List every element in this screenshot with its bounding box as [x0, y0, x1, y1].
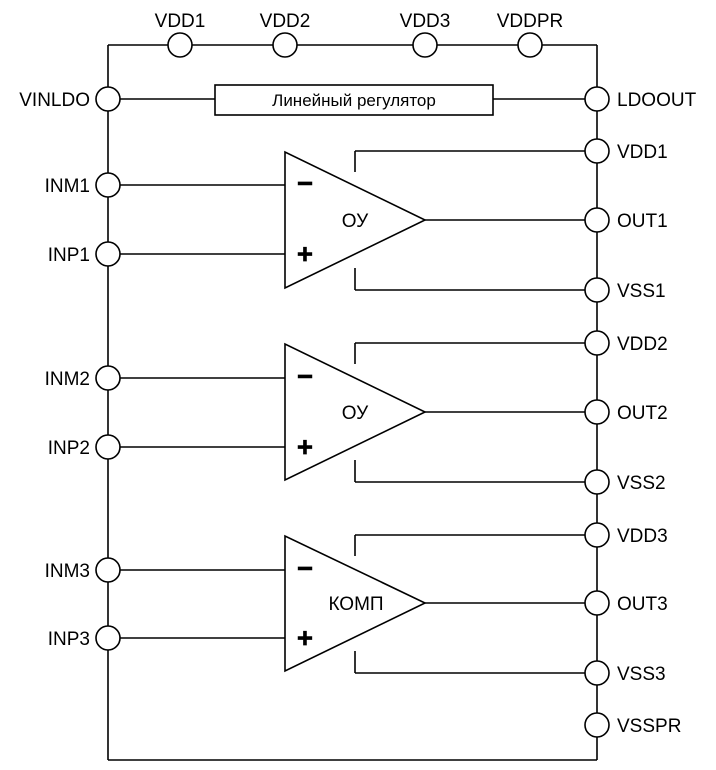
pin-circle: [167, 32, 193, 58]
non-inverting-input-sign: +: [297, 239, 312, 269]
pin-label: VDD2: [260, 11, 311, 32]
pin-circle: [584, 469, 610, 495]
right-pin-vss1: VSS1: [584, 277, 666, 303]
pin-label: VINLDO: [19, 90, 90, 111]
right-pin-vdd1: VDD1: [584, 138, 668, 164]
right-pin-out1: OUT1: [584, 207, 668, 233]
pin-circle: [584, 277, 610, 303]
right-pin-vsspr: VSSPR: [584, 712, 681, 738]
opamp-label: ОУ: [342, 211, 369, 232]
pin-label: INM3: [45, 561, 90, 582]
pin-label: OUT2: [617, 403, 668, 424]
pin-label: VDD3: [400, 11, 451, 32]
pin-circle: [272, 32, 298, 58]
top-pin-vdd3: VDD3: [400, 11, 451, 58]
pin-label: OUT1: [617, 211, 668, 232]
pin-circle: [412, 32, 438, 58]
pin-label: VSSPR: [617, 716, 681, 737]
pin-circle: [95, 625, 121, 651]
left-pin-inp2: INP2: [48, 434, 121, 460]
left-pin-inm2: INM2: [45, 365, 121, 391]
pin-label: INM2: [45, 369, 90, 390]
left-pin-vinldo: VINLDO: [19, 86, 121, 112]
pin-label: VSS3: [617, 664, 666, 685]
pin-circle: [95, 172, 121, 198]
pin-circle: [95, 557, 121, 583]
linear-regulator-label: Линейный регулятор: [272, 91, 436, 110]
left-pin-inp3: INP3: [48, 625, 121, 651]
pin-label: VSS2: [617, 473, 666, 494]
inverting-input-sign: −: [297, 168, 312, 198]
comparator-triangle: [284, 534, 427, 673]
pin-label: INP3: [48, 629, 90, 650]
pin-label: OUT3: [617, 594, 668, 615]
pin-circle: [584, 660, 610, 686]
opamp-2: − + ОУ: [108, 342, 597, 483]
right-pin-vss2: VSS2: [584, 469, 666, 495]
pin-circle: [95, 434, 121, 460]
pin-circle: [584, 86, 610, 112]
pin-label: VDD2: [617, 334, 668, 355]
pin-label: VDD1: [155, 11, 206, 32]
pin-circle: [584, 138, 610, 164]
right-pin-vdd2: VDD2: [584, 330, 668, 356]
right-pin-vdd3: VDD3: [584, 522, 668, 548]
pin-circle: [584, 399, 610, 425]
opamp-triangle: [284, 342, 427, 482]
inverting-input-sign: −: [297, 361, 312, 391]
pin-label: INP2: [48, 438, 90, 459]
pin-circle: [95, 365, 121, 391]
left-pin-inm1: INM1: [45, 172, 121, 198]
pin-circle: [95, 241, 121, 267]
right-pin-out3: OUT3: [584, 590, 668, 616]
pin-circle: [95, 86, 121, 112]
pin-label: VDD3: [617, 526, 668, 547]
pin-label: VDDPR: [497, 11, 564, 32]
top-pin-vdd1: VDD1: [155, 11, 206, 58]
pin-circle: [584, 207, 610, 233]
opamp-label: ОУ: [342, 403, 369, 424]
comparator: − + КОМП: [108, 534, 597, 674]
linear-regulator-box: [214, 84, 494, 116]
top-pin-vddpr: VDDPR: [497, 11, 564, 58]
non-inverting-input-sign: +: [297, 623, 312, 653]
pin-label: LDOOUT: [617, 90, 697, 111]
pin-circle: [584, 590, 610, 616]
pin-label: INP1: [48, 245, 90, 266]
top-pin-vdd2: VDD2: [260, 11, 311, 58]
pin-circle: [584, 330, 610, 356]
non-inverting-input-sign: +: [297, 432, 312, 462]
pin-label: INM1: [45, 176, 90, 197]
left-pin-inm3: INM3: [45, 557, 121, 583]
pin-label: VDD1: [617, 142, 668, 163]
opamp-1: − + ОУ: [108, 150, 597, 291]
left-pin-inp1: INP1: [48, 241, 121, 267]
right-pin-ldoout: LDOOUT: [584, 86, 697, 112]
pin-label: VSS1: [617, 281, 666, 302]
pin-circle: [584, 712, 610, 738]
right-pin-out2: OUT2: [584, 399, 668, 425]
pin-circle: [584, 522, 610, 548]
right-pin-vss3: VSS3: [584, 660, 666, 686]
pin-circle: [517, 32, 543, 58]
comparator-label: КОМП: [328, 594, 383, 615]
inverting-input-sign: −: [297, 553, 312, 583]
opamp-triangle: [284, 150, 427, 290]
